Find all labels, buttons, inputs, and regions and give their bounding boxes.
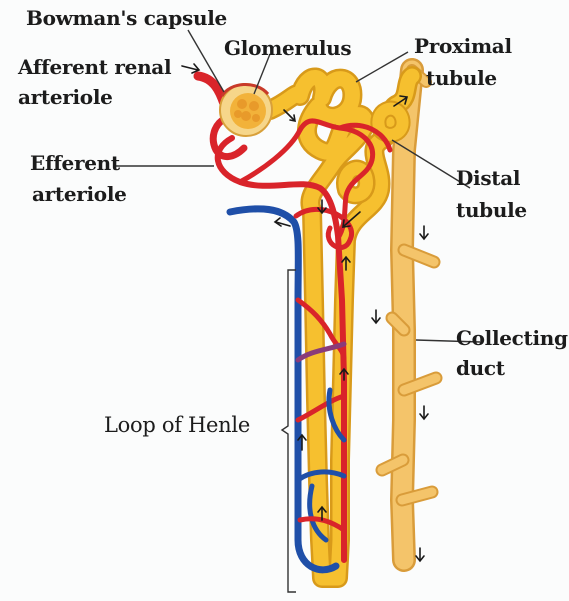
label-glomerulus: Glomerulus (224, 36, 351, 60)
label-efferent: Efferent (30, 151, 120, 175)
label-efferent-arteriole: arteriole (32, 182, 127, 206)
label-proximal: Proximal (414, 34, 512, 58)
label-distal-tubule: tubule (456, 198, 527, 222)
label-collecting-duct: duct (456, 356, 505, 380)
label-loop-of-henle: Loop of Henle (104, 413, 250, 437)
label-collecting: Collecting (456, 326, 568, 350)
label-bowmans-capsule: Bowman's capsule (26, 6, 227, 30)
label-proximal-tubule: tubule (426, 66, 497, 90)
bowmans-capsule-glomerulus (220, 84, 272, 136)
label-distal: Distal (456, 166, 520, 190)
blood-vessels (198, 76, 390, 570)
loop-of-henle-bracket (282, 270, 296, 592)
label-afferent-renal: Afferent renal (18, 55, 171, 79)
label-afferent-arteriole: arteriole (18, 85, 113, 109)
